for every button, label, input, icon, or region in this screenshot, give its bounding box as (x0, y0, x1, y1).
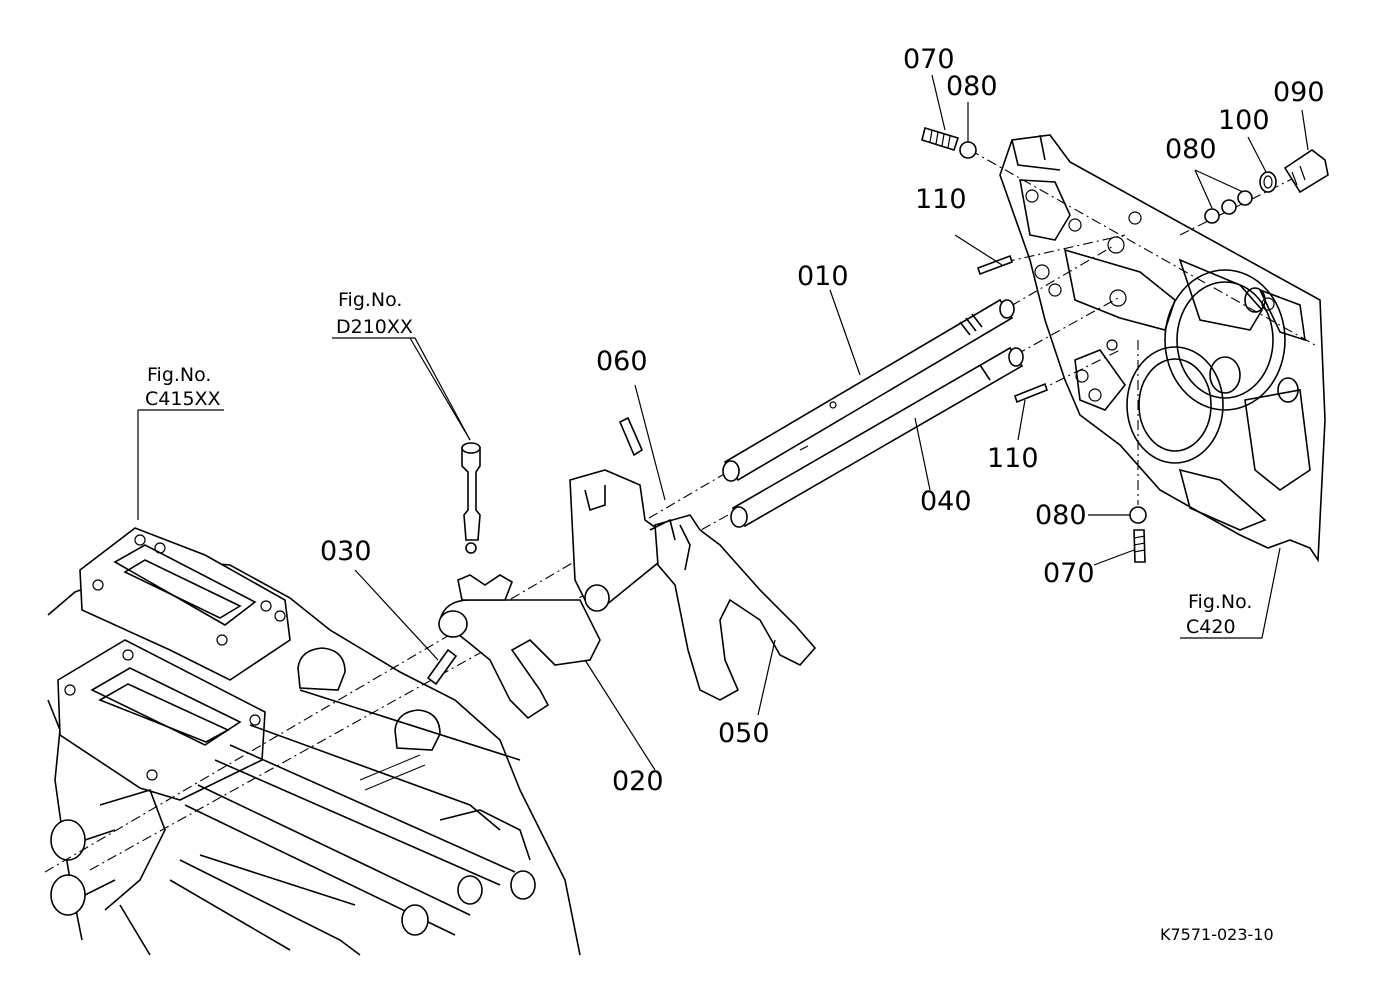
shift-fork-020 (438, 469, 682, 720)
label-020: 020 (612, 766, 664, 797)
label-070-top: 070 (903, 44, 955, 75)
label-080-top: 080 (946, 71, 998, 102)
label-060: 060 (596, 346, 648, 377)
label-110-top: 110 (915, 184, 967, 215)
label-090: 090 (1273, 77, 1325, 108)
label-010: 010 (797, 261, 849, 292)
fig-ref-d210-code: D210XX (336, 316, 413, 338)
transmission-case (47, 527, 581, 956)
figure-references: Fig.No. C415XX Fig.No. D210XX Fig.No. C4… (145, 289, 1252, 638)
label-030: 030 (320, 536, 372, 567)
label-050: 050 (718, 718, 770, 749)
label-040: 040 (920, 486, 972, 517)
shift-fork-050 (649, 514, 817, 701)
small-parts (426, 126, 1329, 686)
label-070-bottom: 070 (1043, 558, 1095, 589)
leader-lines (137, 74, 1309, 771)
label-110-bottom: 110 (987, 443, 1039, 474)
fig-ref-c420-code: C420 (1186, 616, 1236, 638)
fig-ref-c420-title: Fig.No. (1188, 591, 1252, 613)
shift-rod-040 (730, 346, 1024, 528)
cover-plate (999, 134, 1326, 563)
label-080-bottom: 080 (1035, 500, 1087, 531)
label-080-mid: 080 (1165, 134, 1217, 165)
shift-rod-010 (722, 298, 1015, 482)
fig-ref-d210-title: Fig.No. (338, 289, 402, 311)
fig-ref-c415-code: C415XX (145, 388, 221, 410)
fig-ref-c415-title: Fig.No. (147, 364, 211, 386)
part-labels: 010 020 030 040 050 060 070 070 080 080 … (320, 44, 1325, 797)
label-100: 100 (1218, 105, 1270, 136)
drawing-code: K7571-023-10 (1160, 925, 1274, 944)
